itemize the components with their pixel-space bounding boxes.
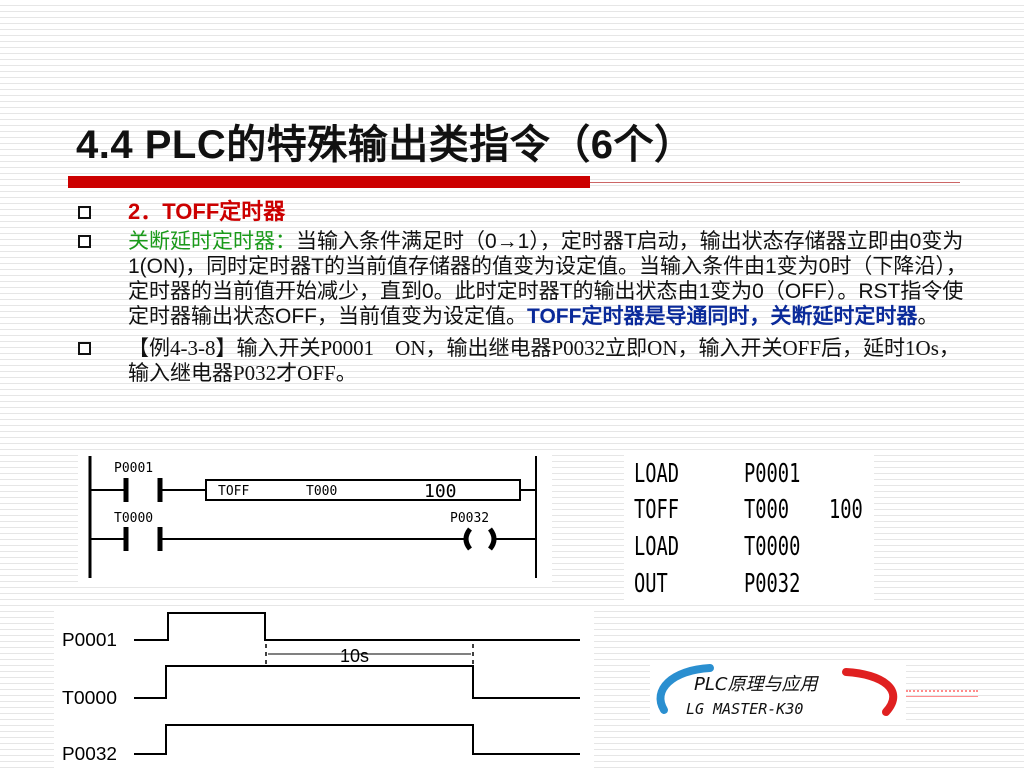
il-op: TOFF [634, 495, 680, 525]
toff-heading-text: 2．TOFF定时器 [128, 199, 286, 224]
toff-box-op-label: TOFF [218, 484, 249, 499]
contact-t0000-label: T0000 [114, 511, 153, 526]
slide-title: 4.4 PLC的特殊输出类指令（6个） [76, 123, 695, 167]
signal-label-p0032: P0032 [62, 744, 117, 764]
waveform-p0032 [134, 724, 580, 755]
logo-red-swoosh-icon [842, 668, 897, 716]
ladder-diagram-svg: P0001 T0000 TOFF T000 100 P0032 [88, 456, 537, 578]
toff-description-text: 当输入条件满足时（0→1），定时器T启动，输出状态存储器立即由0变为1(ON)，… [128, 230, 967, 328]
coil-p0032-label: P0032 [450, 511, 489, 526]
waveform-t0000 [134, 665, 580, 699]
toff-box-value-label: 100 [424, 481, 457, 502]
toff-term: 关断延时定时器： [128, 230, 296, 253]
logo-title: PLC原理与应用 [694, 674, 819, 695]
timing-diagram: P0001 T0000 P0032 10s [54, 610, 594, 768]
delay-label: 10s [340, 646, 369, 666]
il-arg: P0001 [744, 459, 801, 489]
coil-right-arc [487, 527, 497, 551]
il-op: LOAD [634, 532, 680, 562]
il-val: 100 [829, 495, 863, 525]
logo-blue-swoosh-icon [656, 664, 714, 714]
signal-label-t0000: T0000 [62, 688, 117, 708]
ladder-diagram: P0001 T0000 TOFF T000 100 P0032 [78, 450, 552, 585]
toff-instruction-box [205, 479, 521, 501]
il-arg: P0032 [744, 569, 801, 599]
bullet-toff-description: 关断延时定时器：当输入条件满足时（0→1），定时器T启动，输出状态存储器立即由0… [76, 229, 976, 329]
title-divider-line [590, 182, 960, 183]
toff-box-timer-label: T000 [306, 484, 337, 499]
bullet-example: 【例4-3-8】输入开关P0001 ON，输出继电器P0032立即ON，输入开关… [76, 336, 976, 386]
il-op: LOAD [634, 459, 680, 489]
signal-label-p0001: P0001 [62, 630, 117, 650]
contact-p0001-label: P0001 [114, 461, 153, 476]
logo-subtitle: LG MASTER-K30 [686, 700, 803, 718]
bullet-square-icon [78, 235, 91, 248]
logo-solid-line [906, 696, 978, 697]
toff-emphasis-text: TOFF定时器是导通同时，关断延时定时器 [527, 305, 918, 328]
coil-left-arc [463, 527, 473, 551]
logo-dotted-line [906, 690, 978, 692]
timing-diagram-svg: P0001 T0000 P0032 10s [62, 612, 580, 764]
bullet-list: 2．TOFF定时器 关断延时定时器：当输入条件满足时（0→1），定时器T启动，输… [76, 198, 976, 386]
instruction-list: LOAD P0001 TOFF T000 100 LOAD T0000 OUT … [624, 452, 874, 602]
title-accent-bar [68, 176, 590, 188]
bullet-square-icon [78, 342, 91, 355]
il-op: OUT [634, 569, 668, 599]
example-text: 【例4-3-8】输入开关P0001 ON，输出继电器P0032立即ON，输入开关… [128, 336, 960, 385]
il-arg: T0000 [744, 532, 801, 562]
bullet-toff-heading: 2．TOFF定时器 [76, 198, 976, 226]
waveform-p0001 [134, 612, 580, 641]
il-arg: T000 [744, 495, 790, 525]
course-logo-svg: PLC原理与应用 LG MASTER-K30 [650, 660, 906, 722]
course-logo: PLC原理与应用 LG MASTER-K30 [650, 660, 906, 722]
bullet-square-icon [78, 206, 91, 219]
toff-description-end: 。 [917, 305, 939, 328]
